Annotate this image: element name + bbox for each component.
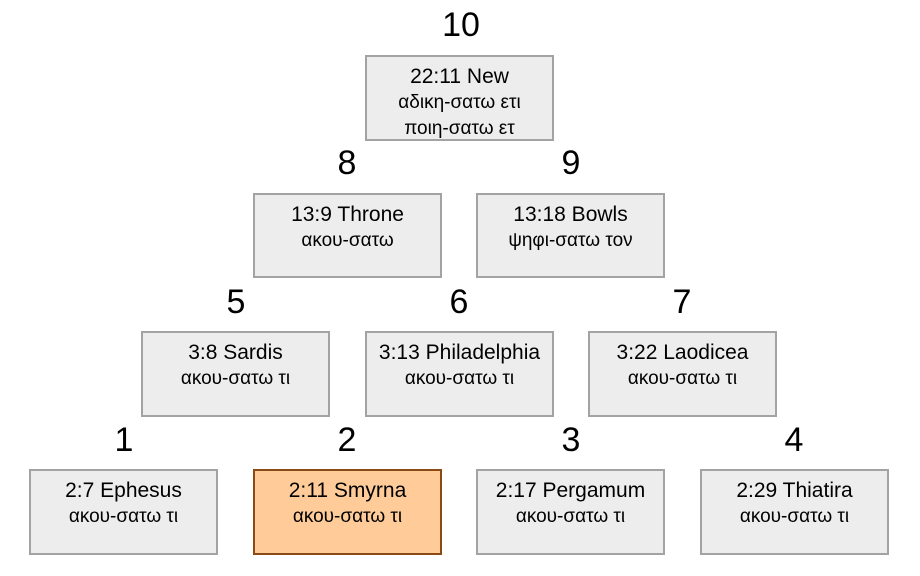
node-2-number: 2 <box>337 421 357 459</box>
node-6-box: 3:13 Philadelphia ακου-σατω τι <box>365 331 554 417</box>
node-6-reference: 3:13 Philadelphia <box>378 341 541 364</box>
node-3-box: 2:17 Pergamum ακου-σατω τι <box>476 469 665 555</box>
node-10-reference: 22:11 New <box>410 65 509 88</box>
node-9-greek: ψηφι-σατω τον <box>508 230 633 251</box>
node-8-greek: ακου-σατω <box>301 230 394 251</box>
node-10-greek-line-1: αδικη-σατω ετι <box>398 92 521 113</box>
node-7-reference: 3:22 Laodicea <box>616 341 749 364</box>
node-7-greek: ακου-σατω τι <box>627 368 738 389</box>
node-2-greek: ακου-σατω τι <box>292 506 403 527</box>
node-1-greek: ακου-σατω τι <box>68 506 179 527</box>
node-3-reference: 2:17 Pergamum <box>495 479 646 502</box>
node-6-number: 6 <box>449 283 469 321</box>
node-9-number: 9 <box>561 144 581 182</box>
node-7-box: 3:22 Laodicea ακου-σατω τι <box>588 331 777 417</box>
node-5-box: 3:8 Sardis ακου-σατω τι <box>141 331 330 417</box>
node-8-box: 13:9 Throne ακου-σατω <box>253 193 442 278</box>
node-1-box: 2:7 Ephesus ακου-σατω τι <box>29 469 218 555</box>
node-9-box: 13:18 Bowls ψηφι-σατω τον <box>476 193 665 278</box>
node-8-number: 8 <box>337 144 357 182</box>
node-4-box: 2:29 Thiatira ακου-σατω τι <box>700 469 889 555</box>
node-1-reference: 2:7 Ephesus <box>65 479 182 502</box>
node-2-reference: 2:11 Smyrna <box>288 479 407 502</box>
node-5-greek: ακου-σατω τι <box>180 368 291 389</box>
node-4-number: 4 <box>784 421 804 459</box>
node-10-box: 22:11 New αδικη-σατω ετι ποιη-σατω ετ <box>365 55 554 141</box>
node-7-number: 7 <box>672 283 692 321</box>
node-1-number: 1 <box>114 421 134 459</box>
node-6-greek: ακου-σατω τι <box>404 368 515 389</box>
node-4-greek: ακου-σατω τι <box>739 506 850 527</box>
node-2-box-highlighted: 2:11 Smyrna ακου-σατω τι <box>253 469 442 555</box>
node-10-number: 10 <box>442 6 480 44</box>
node-4-reference: 2:29 Thiatira <box>736 479 853 502</box>
node-3-greek: ακου-σατω τι <box>515 506 626 527</box>
node-9-reference: 13:18 Bowls <box>513 203 628 226</box>
node-5-reference: 3:8 Sardis <box>188 341 283 364</box>
node-10-greek-line-2: ποιη-σατω ετ <box>404 118 515 139</box>
node-5-number: 5 <box>226 283 246 321</box>
node-3-number: 3 <box>561 421 581 459</box>
node-8-reference: 13:9 Throne <box>291 203 404 226</box>
